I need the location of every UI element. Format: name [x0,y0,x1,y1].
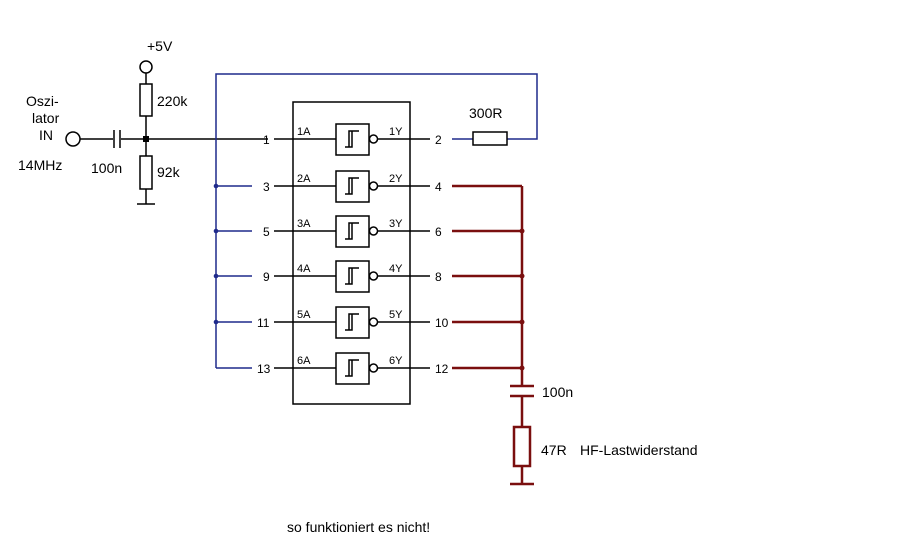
caption: so funktioniert es nicht! [287,519,430,535]
gate-1: 1 1A 1Y 2 [263,123,442,156]
gate-in-pin: 1 [263,133,270,147]
gate-6: 13 6A 6Y 12 [257,352,449,385]
gate-out-name: 4Y [389,263,403,275]
r-top-label: 220k [157,93,188,109]
gate-out-pin: 4 [435,180,442,194]
gate-out-name: 3Y [389,218,403,230]
gate-out-name: 1Y [389,126,403,138]
gate-in-name: 3A [297,218,311,230]
gate-2: 3 2A 2Y 4 [263,170,442,203]
vcc-terminal-icon [139,60,153,74]
gate-in-name: 6A [297,355,311,367]
inverter-bubble-icon [368,134,379,144]
feedback-wire [215,73,538,140]
gate-out-pin: 6 [435,225,442,239]
inverter-bubble-icon [368,317,379,327]
oscillator-input: Oszi- lator IN 14MHz [18,93,113,173]
inverter-bubble-icon [368,363,379,373]
gate-out-pin: 2 [435,133,442,147]
gate-in-name: 4A [297,263,311,275]
osc-label-line1: Oszi- [26,93,59,109]
r-fb-label: 300R [469,105,502,121]
inverter-bubble-icon [368,226,379,236]
input-terminal-icon [65,131,81,147]
voltage-divider: +5V 220k 92k [137,38,268,205]
resistor-300r-icon [472,131,508,146]
gate-out-pin: 10 [435,316,449,330]
gate-in-pin: 5 [263,225,270,239]
vcc-label: +5V [147,38,173,54]
gate-out-name: 6Y [389,355,403,367]
r-load-name: HF-Lastwiderstand [580,442,698,458]
inverter-bubble-icon [368,181,379,191]
osc-label-line2: lator [32,110,60,126]
gate-in-name: 1A [297,126,311,138]
r-bottom-label: 92k [157,164,181,180]
feedback-resistor: 300R [452,105,508,146]
gate-out-pin: 12 [435,362,449,376]
resistor-47r-icon [512,425,532,468]
gate-in-pin: 3 [263,180,270,194]
input-capacitor: 100n [91,130,146,176]
gate-in-pin: 13 [257,362,271,376]
gate-in-name: 2A [297,173,311,185]
gate-5: 11 5A 5Y 10 [257,306,449,339]
ic-body [292,101,411,405]
gate-in-pin: 11 [257,316,270,330]
input-bus [213,73,538,369]
c-out-label: 100n [542,384,573,400]
gate-4: 9 4A 4Y 8 [263,260,442,293]
gate-in-pin: 9 [263,270,270,284]
c-in-label: 100n [91,160,122,176]
gate-out-name: 5Y [389,309,403,321]
freq-label: 14MHz [18,157,62,173]
resistor-220k-icon [139,83,153,117]
resistor-92k-icon [139,155,153,190]
r-load-label: 47R [541,442,567,458]
gate-out-pin: 8 [435,270,442,284]
osc-label-line3: IN [39,127,53,143]
output-bus [452,184,525,385]
gate-in-name: 5A [297,309,311,321]
gate-3: 5 3A 3Y 6 [263,215,442,248]
gate-out-name: 2Y [389,173,403,185]
load-network: 100n 47R HF-Lastwiderstand [510,384,698,486]
inverter-bubble-icon [368,271,379,281]
